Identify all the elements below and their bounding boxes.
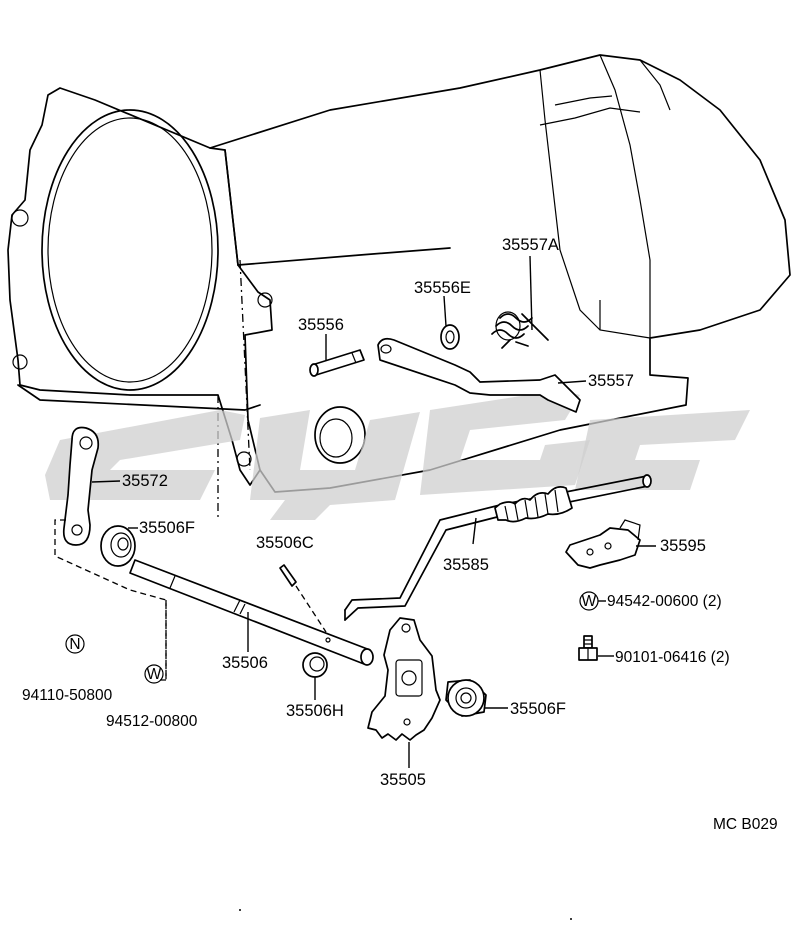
scan-specks [239, 909, 572, 920]
bolt-90101-06416 [578, 635, 598, 661]
label-35595: 35595 [660, 537, 706, 555]
label-35506C: 35506C [256, 534, 314, 552]
control-rod-35585 [344, 474, 652, 621]
part-labels: 35557A 35556E 35556 35557 35572 35506F 3… [22, 236, 778, 833]
group-bracket-dashed [54, 519, 167, 681]
nut-symbol-letter: N [69, 636, 80, 653]
background-logo-watermark [45, 390, 750, 520]
bracket-35595 [565, 519, 641, 569]
label-94542-00600: 94542-00600 (2) [607, 593, 722, 610]
spring-pin-35506C [279, 564, 327, 633]
oil-seal-35506F-upper [100, 525, 136, 567]
leader-lines [91, 255, 656, 768]
label-94110-50800: 94110-50800 [22, 687, 113, 704]
nut-symbol-94110: N [65, 634, 85, 654]
label-35556: 35556 [298, 316, 344, 334]
e-clip-35556E [440, 324, 460, 350]
transmission-housing [7, 54, 791, 520]
label-35506F-upper: 35506F [139, 519, 195, 537]
label-90101-06416: 90101-06416 (2) [615, 649, 730, 666]
label-35557A: 35557A [502, 236, 559, 254]
torsion-spring-35557A [491, 311, 549, 349]
diagram-code: MC B029 [713, 816, 778, 833]
pin-35556 [309, 349, 365, 377]
label-94512-00800: 94512-00800 [106, 713, 198, 730]
detent-lever-35505 [367, 617, 441, 741]
washer-symbol-94542: W [579, 591, 599, 611]
label-35572: 35572 [122, 472, 168, 490]
label-35557: 35557 [588, 372, 634, 390]
label-35505: 35505 [380, 771, 426, 789]
label-35506F-lower: 35506F [510, 700, 566, 718]
label-35506H: 35506H [286, 702, 344, 720]
oil-seal-35506F-lower [445, 679, 487, 717]
label-35506: 35506 [222, 654, 268, 672]
label-35585: 35585 [443, 556, 489, 574]
washer-symbol-94512: W [144, 664, 164, 684]
collar-35506H [302, 652, 328, 678]
lever-35572 [62, 426, 100, 546]
label-35556E: 35556E [414, 279, 471, 297]
washer-symbol-letter: W [147, 666, 162, 683]
detent-plate-35557 [377, 337, 581, 413]
manual-valve-shaft-35506 [129, 559, 374, 666]
washer-symbol-94542-letter: W [582, 593, 597, 610]
